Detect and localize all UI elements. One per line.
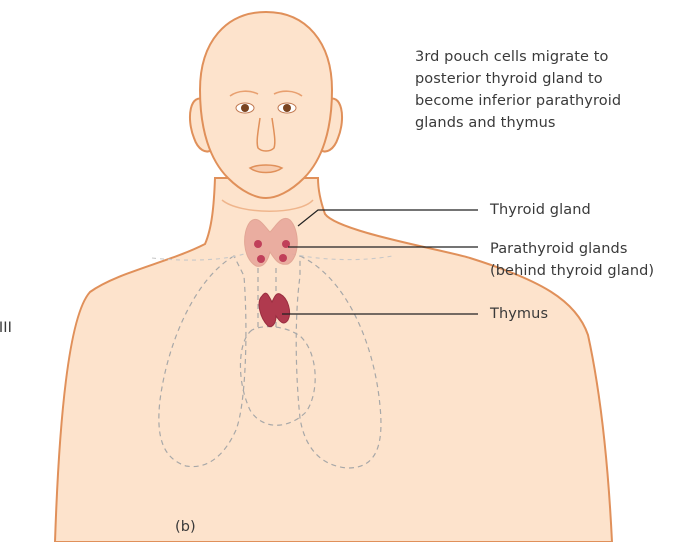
parathyroid-gland [279, 254, 287, 262]
caption-line: become inferior parathyroid [415, 90, 621, 112]
parathyroid-label-line: (behind thyroid gland) [490, 260, 654, 282]
parathyroid-label-line: Parathyroid glands [490, 238, 654, 260]
thyroid-label: Thyroid gland [490, 200, 591, 220]
parathyroid-gland [257, 255, 265, 263]
migration-caption: 3rd pouch cells migrate to posterior thy… [415, 46, 621, 134]
right-iris [283, 104, 291, 112]
torso [55, 178, 612, 542]
panel-label: (b) [175, 517, 196, 537]
caption-line: 3rd pouch cells migrate to [415, 46, 621, 68]
mouth [250, 165, 282, 173]
parathyroid-gland [254, 240, 262, 248]
clipped-label: n III [0, 318, 12, 338]
caption-line: posterior thyroid gland to [415, 68, 621, 90]
left-iris [241, 104, 249, 112]
thymus-label: Thymus [490, 304, 548, 324]
parathyroid-label: Parathyroid glands (behind thyroid gland… [490, 238, 654, 282]
caption-line: glands and thymus [415, 112, 621, 134]
